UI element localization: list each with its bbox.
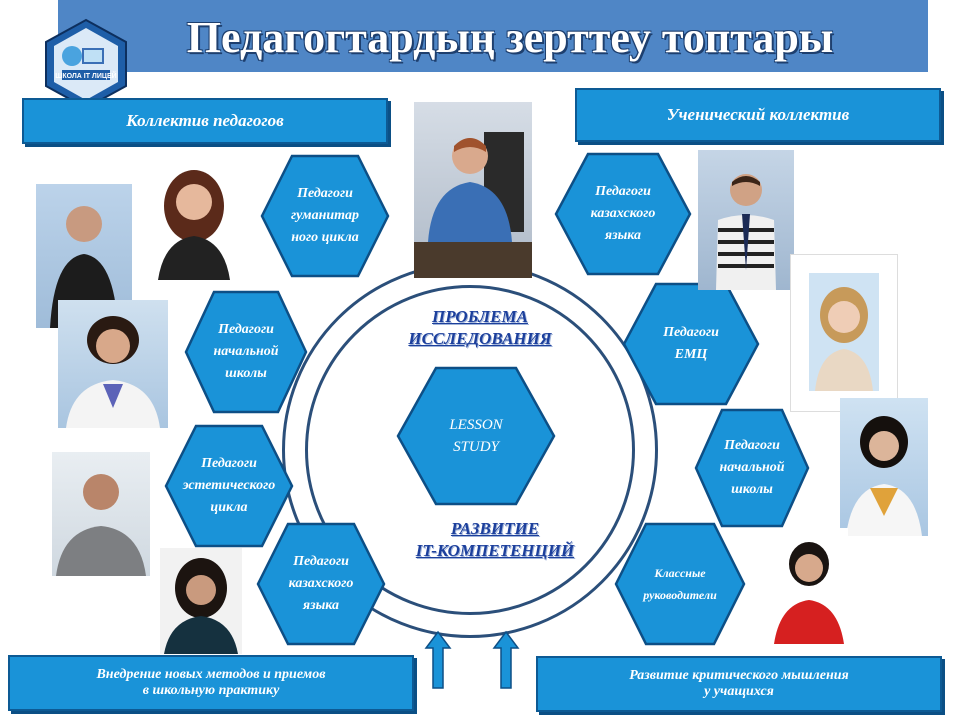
banner-critical-line2: у учащихся [704,684,774,699]
banner-students-label: Ученический коллектив [666,105,850,124]
up-arrow-right-icon [492,630,520,689]
teacher-photo-5 [160,548,242,654]
logo-text: ШКОЛА IT ЛИЦЕЙ [55,71,116,80]
teacher-photo-4 [52,452,150,576]
page-title: Педагогтардың зерттеу топтары [186,13,834,62]
teacher-photo-3 [58,300,168,428]
it-competence-text: РАЗВИТИЕ IT-КОМПЕТЕНЦИЙ [415,519,575,560]
teacher-photo-6 [698,150,794,290]
teacher-photo-7 [790,254,898,412]
banner-teachers-label: Коллектив педагогов [126,111,284,130]
banner-critical-thinking: Развитие критического мышления у учащихс… [536,656,942,712]
banner-new-methods: Внедрение новых методов и приемов в школ… [8,655,414,711]
school-logo: ШКОЛА IT ЛИЦЕЙ [40,18,132,110]
banner-students: Ученический коллектив [575,88,941,142]
teacher-photo-2 [152,152,236,280]
banner-teachers: Коллектив педагогов [22,98,388,144]
teacher-photo-8 [840,398,928,536]
up-arrow-left-icon [424,630,452,689]
banner-new-methods-line1: Внедрение новых методов и приемов [96,667,326,682]
teacher-photo-9 [770,528,848,644]
banner-critical-line1: Развитие критического мышления [629,668,849,683]
director-photo [414,102,532,278]
research-circle-inner [305,285,635,615]
research-problem-text: ПРОБЛЕМА ИССЛЕДОВАНИЯ [408,307,552,348]
banner-new-methods-line2: в школьную практику [142,683,280,698]
title-bar [58,0,928,72]
